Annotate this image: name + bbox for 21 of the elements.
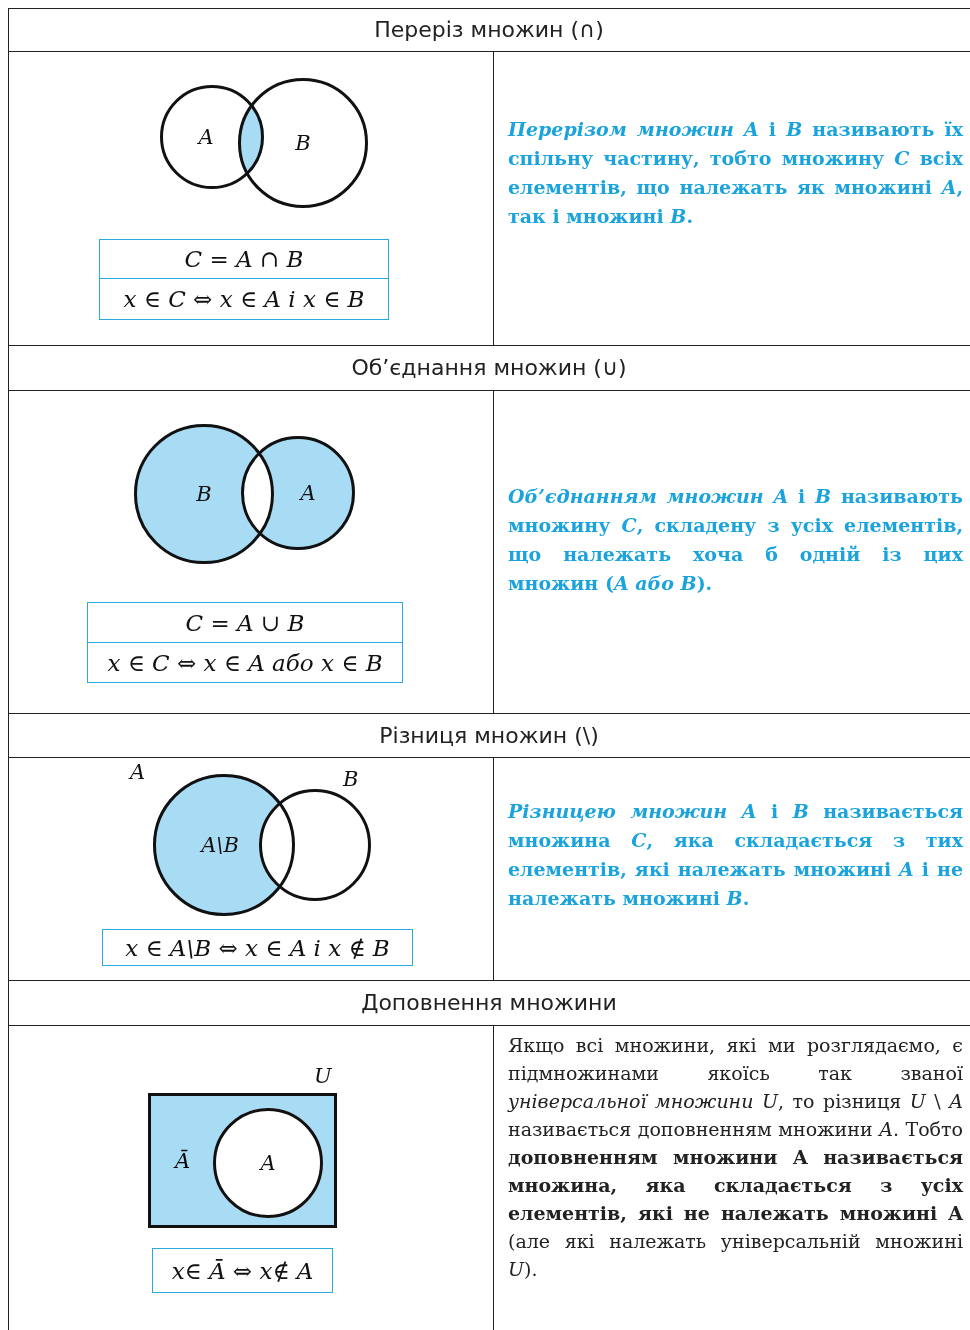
set-label: B: [343, 767, 359, 791]
definition-text: Різницею множин A і B називається множина C, яка складається з тих елементів, які належать множині A і не належать множині B.: [508, 799, 963, 911]
set-circle: A: [241, 436, 355, 550]
formula-box: x∈ Ā ⇔ x∉ A: [152, 1248, 333, 1293]
definition-text: Об’єднанням множин A і B називають множину C, складену з усіх елементів, що належать хоча б одній із цих множин (A або B).: [508, 484, 963, 596]
section-header: Доповнення множини: [361, 990, 617, 1015]
set-circle: B: [134, 424, 274, 564]
formula-box: C = A ∩ B x ∈ C ⇔ x ∈ A і x ∈ B: [99, 239, 389, 320]
set-label: A: [130, 760, 146, 784]
formula-box: C = A ∪ B x ∈ C ⇔ x ∈ A або x ∈ B: [87, 602, 403, 683]
definition-text: Якщо всі множини, які ми розглядаємо, є підмножинами якоїсь так званої універсальної множини U, то різниця U \ A називається доповненням множини A. Тобто доповненням множини A називається множина, яка складається з усіх елементів, які не належать множині A (але які належать універсальній множині U).: [508, 1033, 963, 1282]
set-circle: A: [213, 1108, 323, 1218]
formula-box: x ∈ A\B ⇔ x ∈ A і x ∉ B: [102, 929, 413, 966]
section-header: Об’єднання множин (∪): [351, 355, 627, 380]
set-circle: A: [160, 85, 264, 189]
set-label: U: [314, 1064, 332, 1088]
definition-text: Перерізом множин A і B називають їх спільну частину, тобто множину C всіх елементів, що належать як множині A, так і множині B.: [508, 117, 963, 229]
section-header: Різниця множин (\): [379, 722, 599, 748]
set-circle: B: [238, 78, 368, 208]
section-header: Переріз множин (∩): [374, 17, 604, 42]
set-circle: [259, 789, 371, 901]
